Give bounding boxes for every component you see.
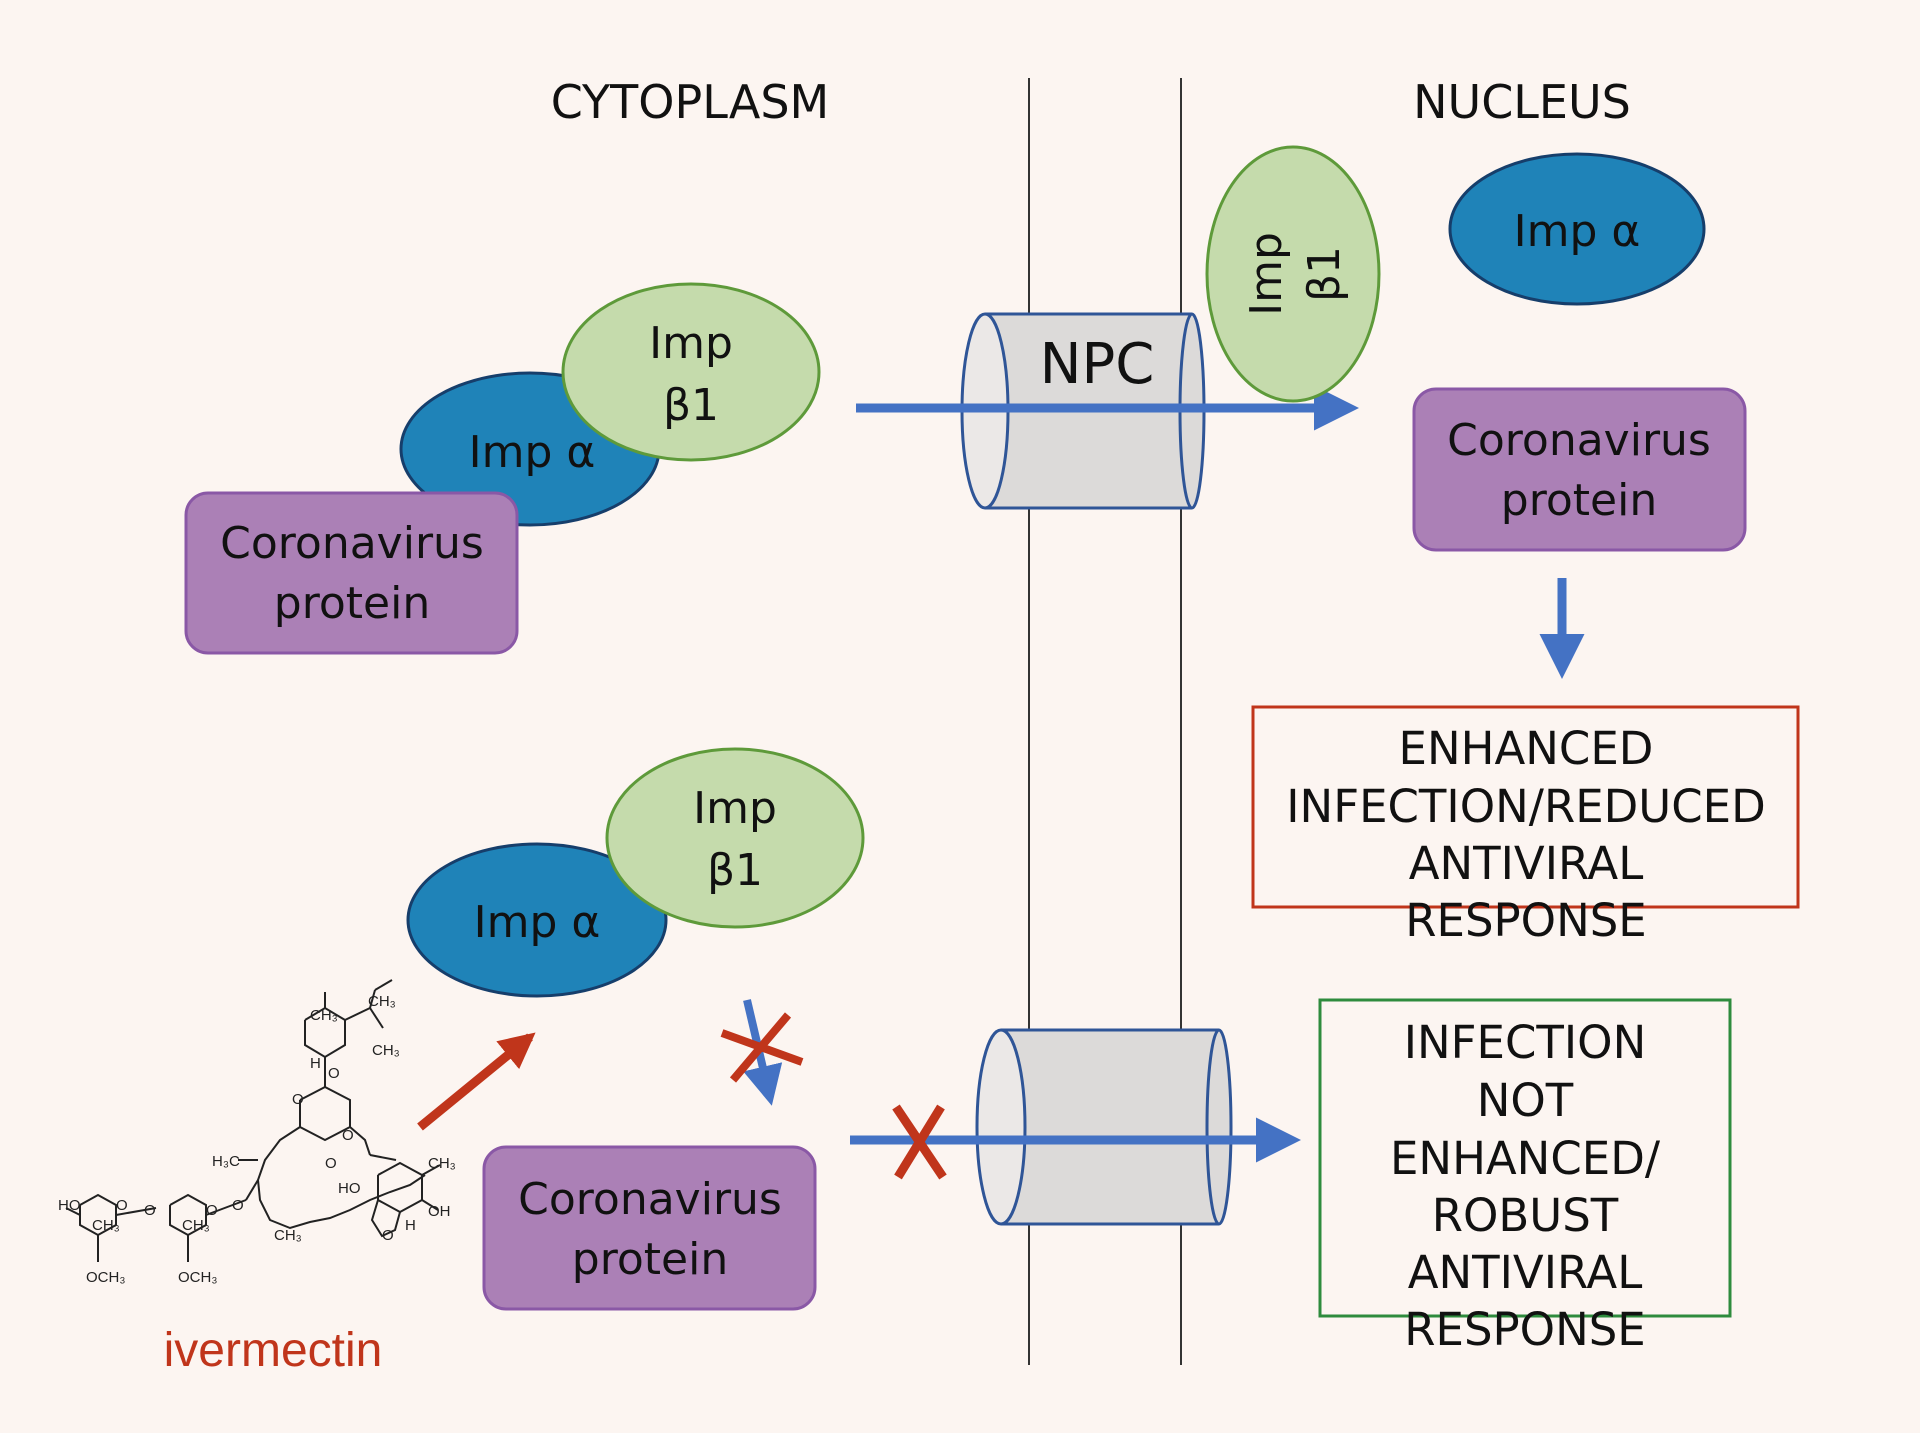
svg-text:O: O xyxy=(382,1227,394,1244)
bottom-imp-beta1-label-line1: Imp xyxy=(693,783,777,834)
enhanced-line3: ANTIVIRAL xyxy=(1409,837,1644,890)
coronavirus-protein-box xyxy=(184,491,519,655)
ivermectin-structure-labels: CH₃ CH₃ CH₃ H O O O H₃C O CH₃ HO OH H O … xyxy=(58,993,456,1286)
svg-text:CH₃: CH₃ xyxy=(92,1217,120,1234)
imp-alpha-label: Imp α xyxy=(469,427,596,478)
nucleus-label: NUCLEUS xyxy=(1413,75,1631,129)
svg-text:O: O xyxy=(342,1127,354,1144)
ivermectin-structure xyxy=(65,979,441,1262)
enhanced-infection-box xyxy=(1251,705,1800,909)
svg-text:CH₃: CH₃ xyxy=(372,1042,400,1059)
svg-text:H: H xyxy=(310,1055,321,1072)
not-enhanced-line2: NOT xyxy=(1477,1074,1574,1127)
ivermectin-label: ivermectin xyxy=(164,1324,383,1377)
cytoplasm-label: CYTOPLASM xyxy=(551,75,830,129)
npc-bottom-right-cap xyxy=(1205,1028,1233,1226)
nuclear-coronavirus-protein-label-line2: protein xyxy=(1501,475,1657,526)
coronavirus-protein-label-line1: Coronavirus xyxy=(220,518,484,569)
not-enhanced-line4: ROBUST xyxy=(1432,1189,1619,1242)
coronavirus-protein-label-line2: protein xyxy=(274,578,430,629)
svg-text:HO: HO xyxy=(338,1180,361,1197)
npc-bottom-left-cap xyxy=(975,1028,1027,1226)
enhanced-line1: ENHANCED xyxy=(1399,722,1654,775)
imp-beta1-ellipse xyxy=(561,282,821,462)
svg-text:O: O xyxy=(325,1155,337,1172)
npc-label: NPC xyxy=(1040,332,1155,397)
nuclear-imp-beta1-label-line1: Imp xyxy=(1241,232,1292,316)
svg-text:O: O xyxy=(232,1197,244,1214)
not-enhanced-line5: ANTIVIRAL xyxy=(1408,1246,1643,1299)
bottom-coronavirus-protein-box xyxy=(482,1145,817,1311)
not-enhanced-line6: RESPONSE xyxy=(1404,1303,1645,1356)
svg-text:OCH₃: OCH₃ xyxy=(178,1269,217,1286)
bottom-imp-alpha-ellipse xyxy=(406,842,668,998)
ivermectin-arrow xyxy=(417,1032,536,1131)
nuclear-imp-beta1-label-line2: β1 xyxy=(1299,246,1350,302)
nuclear-imp-beta1: Imp β1 xyxy=(1205,145,1381,403)
nuclear-coronavirus-protein-label-line1: Coronavirus xyxy=(1447,415,1711,466)
svg-text:O: O xyxy=(206,1202,218,1219)
not-enhanced-box xyxy=(1318,998,1732,1318)
svg-text:CH₃: CH₃ xyxy=(368,993,396,1010)
top-complex: Imp α Imp β1 Coronavirus protein xyxy=(184,282,821,655)
nuclear-imp-alpha-label: Imp α xyxy=(1514,206,1641,257)
not-enhanced-line3: ENHANCED/ xyxy=(1390,1132,1661,1185)
bottom-imp-alpha-label: Imp α xyxy=(474,897,601,948)
bottom-imp-beta1-label-line2: β1 xyxy=(707,845,763,896)
enhanced-line4: RESPONSE xyxy=(1405,894,1646,947)
blocked-import-x-icon xyxy=(892,1104,947,1180)
npc-bottom xyxy=(975,1028,1233,1226)
nuclear-imp-alpha-ellipse xyxy=(1448,152,1706,306)
bottom-imp-beta1-ellipse xyxy=(605,747,865,929)
svg-text:O: O xyxy=(292,1091,304,1108)
nuclear-coronavirus-protein-box xyxy=(1412,387,1747,552)
svg-text:H₃C: H₃C xyxy=(212,1153,240,1170)
imp-beta1-label-line2: β1 xyxy=(663,380,719,431)
svg-text:CH₃: CH₃ xyxy=(310,1007,338,1024)
npc-bottom-body xyxy=(1001,1030,1219,1224)
svg-text:HO: HO xyxy=(58,1197,81,1214)
svg-text:CH₃: CH₃ xyxy=(182,1217,210,1234)
not-enhanced-line1: INFECTION xyxy=(1404,1016,1647,1069)
svg-text:CH₃: CH₃ xyxy=(274,1227,302,1244)
bottom-coronavirus-protein-label-line2: protein xyxy=(572,1234,728,1285)
svg-text:O: O xyxy=(144,1202,156,1219)
svg-text:O: O xyxy=(328,1065,340,1082)
svg-text:O: O xyxy=(116,1197,128,1214)
nuclear-imp-beta1-ellipse xyxy=(1205,145,1381,403)
blocked-binding-x-icon xyxy=(720,1012,804,1083)
svg-text:OH: OH xyxy=(428,1203,451,1220)
svg-text:CH₃: CH₃ xyxy=(428,1155,456,1172)
svg-text:H: H xyxy=(405,1217,416,1234)
imp-beta1-label-line1: Imp xyxy=(649,318,733,369)
enhanced-line2: INFECTION/REDUCED xyxy=(1286,780,1765,833)
svg-text:OCH₃: OCH₃ xyxy=(86,1269,125,1286)
bottom-coronavirus-protein-label-line1: Coronavirus xyxy=(518,1174,782,1225)
